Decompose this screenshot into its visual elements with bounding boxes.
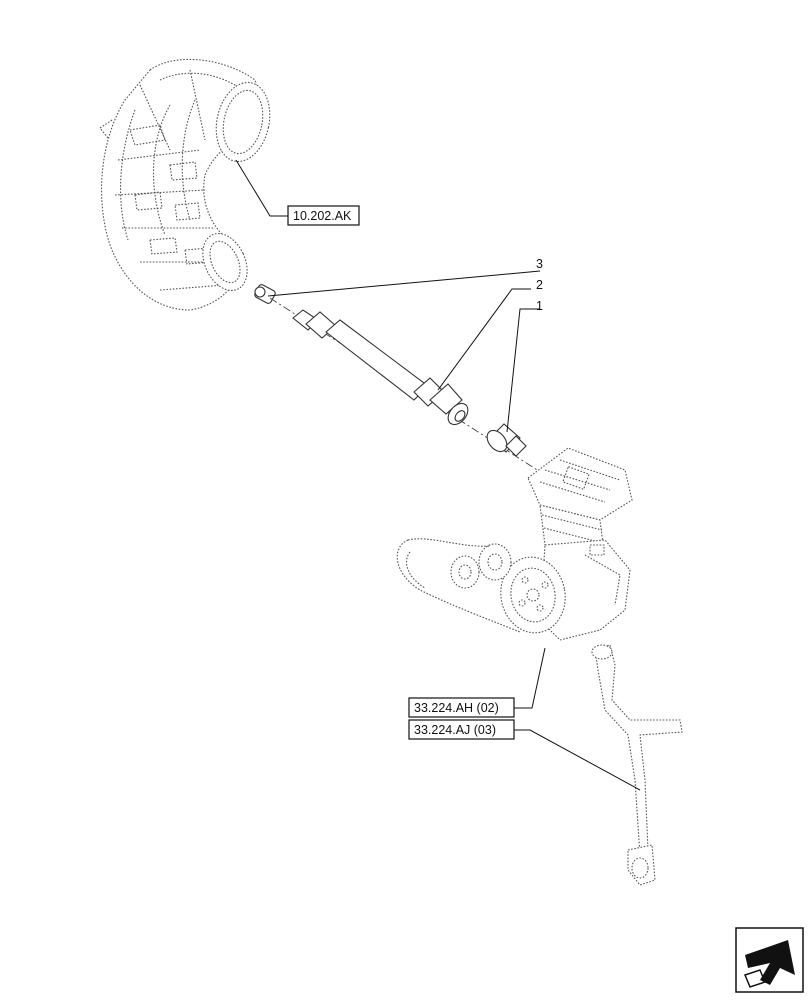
reference-box-33-224-ah[interactable]: 33.224.AH (02) [408, 697, 515, 718]
reference-label: 10.202.AK [293, 209, 352, 223]
reference-label: 33.224.AH (02) [414, 701, 499, 715]
compressor-assembly [396, 447, 683, 886]
reference-box-10-202-ak[interactable]: 10.202.AK [287, 205, 360, 226]
callout-1: 1 [536, 299, 543, 313]
reference-label: 33.224.AJ (03) [414, 723, 496, 737]
fitting-part-3 [254, 284, 276, 304]
intake-hose [99, 58, 271, 311]
leader-lines [235, 159, 641, 791]
pipe-part-2 [269, 297, 546, 476]
adapter-part-1 [486, 423, 527, 457]
reference-box-33-224-aj[interactable]: 33.224.AJ (03) [408, 719, 515, 740]
callout-2: 2 [536, 278, 543, 292]
callout-3: 3 [536, 257, 543, 271]
next-page-arrow-icon[interactable] [735, 927, 804, 993]
